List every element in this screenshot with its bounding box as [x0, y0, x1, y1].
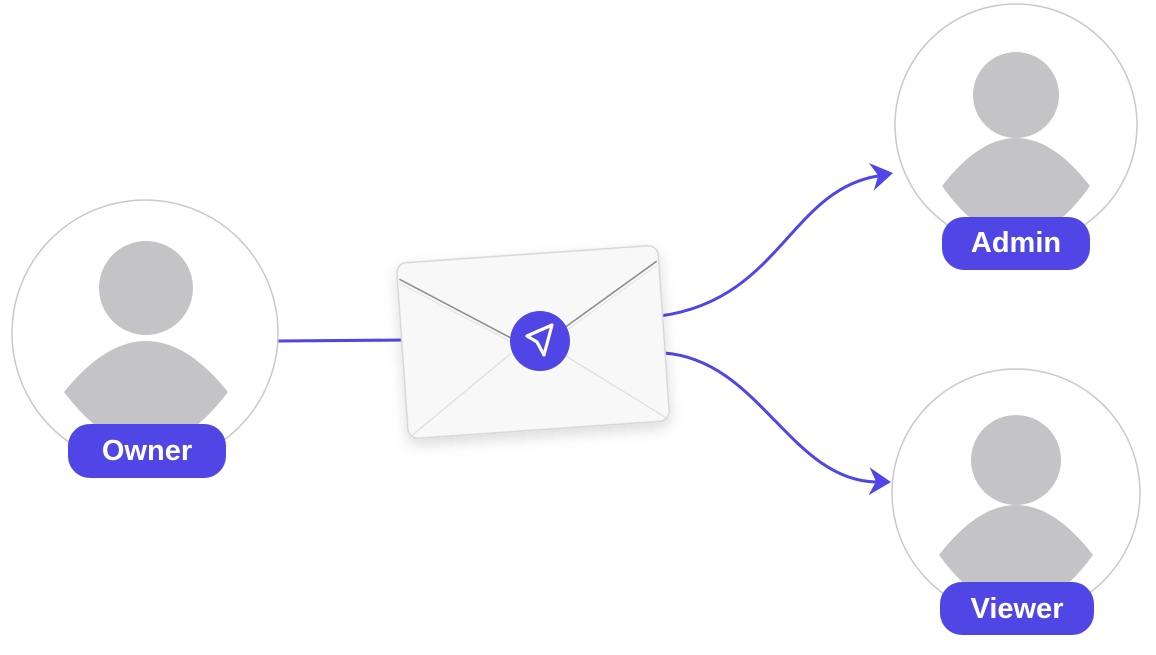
connector-envelope-viewer [662, 351, 878, 484]
user-avatar-icon [942, 52, 1090, 238]
viewer-node[interactable]: Viewer [891, 368, 1141, 635]
owner-label: Owner [102, 435, 192, 467]
user-avatar-icon [939, 415, 1093, 608]
admin-badge [942, 217, 1090, 270]
send-badge[interactable] [510, 311, 570, 371]
admin-node[interactable]: Admin [894, 3, 1138, 270]
owner-badge [68, 424, 226, 478]
user-avatar-icon [64, 241, 228, 446]
arrowhead-admin-icon [868, 163, 893, 191]
arrowhead-viewer-icon [868, 467, 891, 496]
viewer-label: Viewer [971, 593, 1064, 625]
owner-node[interactable]: Owner [11, 199, 279, 478]
admin-label: Admin [971, 227, 1061, 259]
viewer-badge [940, 582, 1094, 635]
connector-owner-envelope [276, 338, 408, 343]
send-arrow-icon [525, 323, 554, 357]
connector-envelope-admin [658, 174, 880, 318]
